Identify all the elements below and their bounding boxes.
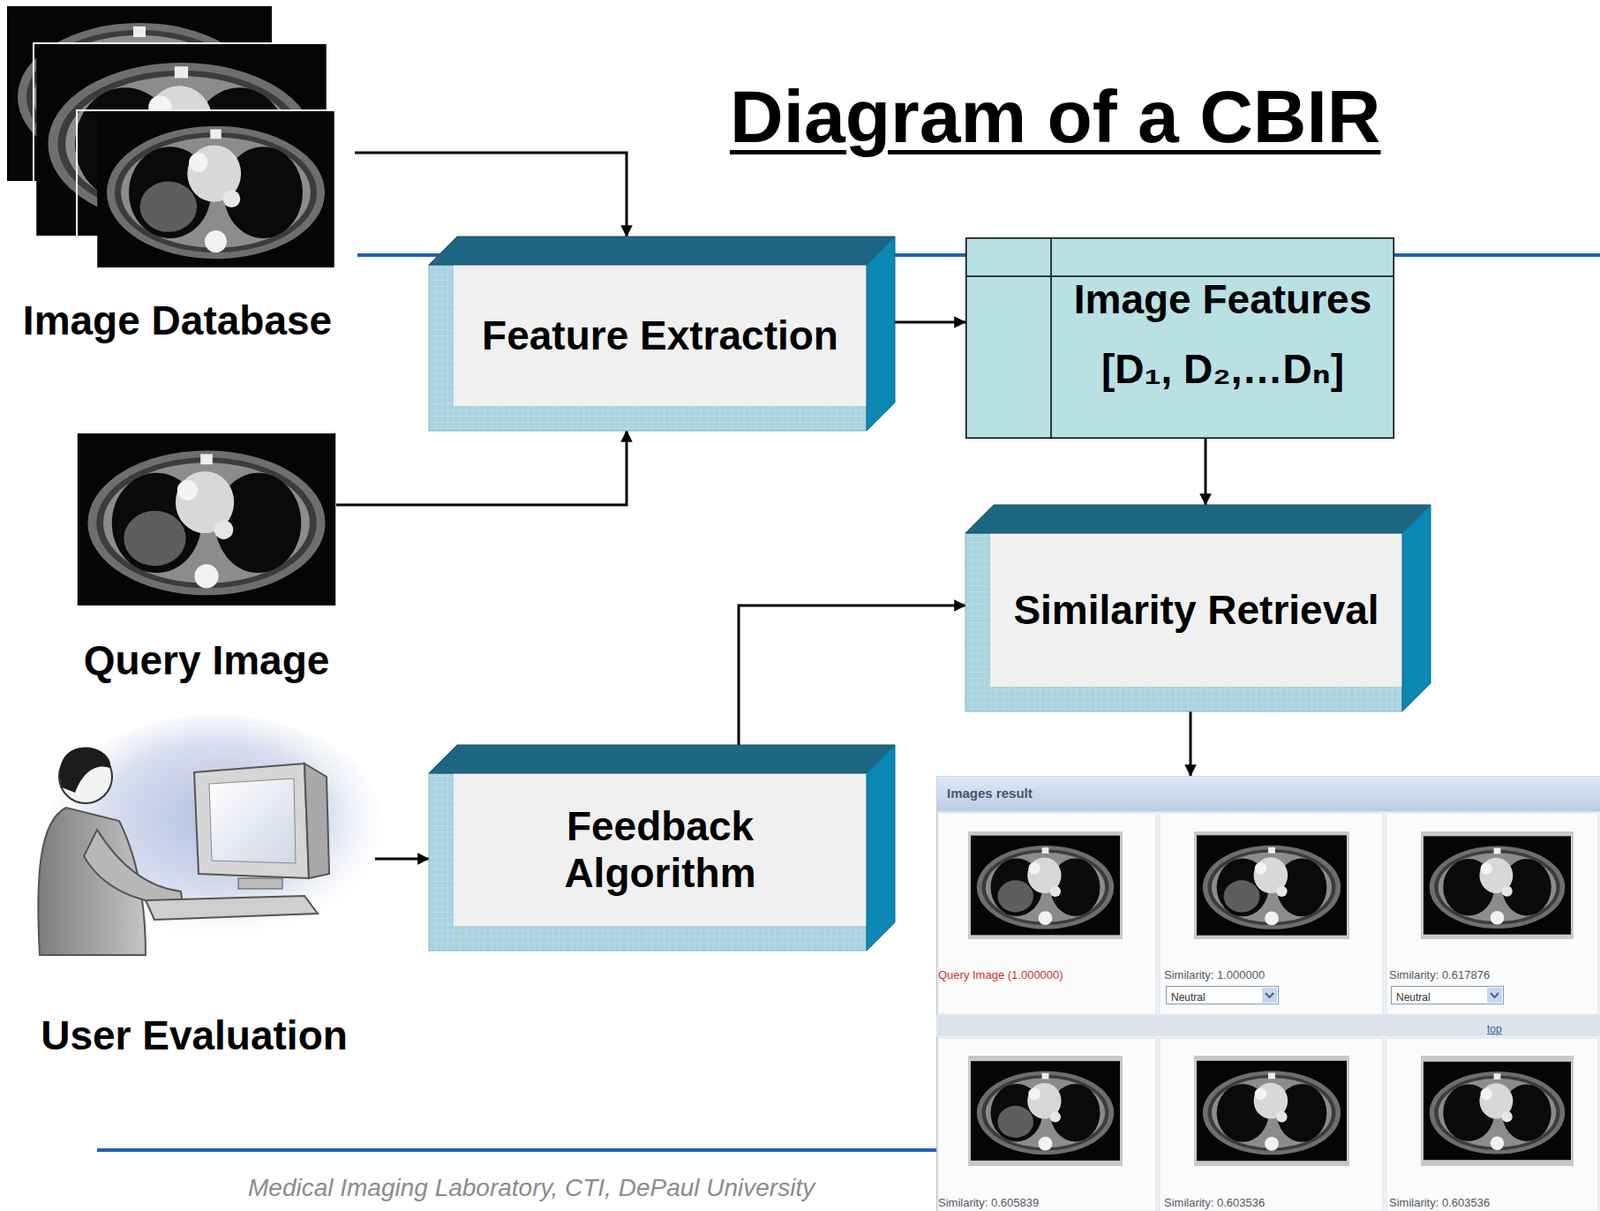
text-area: Image Database <box>0 0 355 345</box>
process-box: Feedback Algorithm <box>428 744 895 951</box>
shape-part <box>866 744 895 951</box>
text-area: Query Image <box>76 433 337 684</box>
result-text: Neutral <box>1171 991 1206 1004</box>
text-area: Image Features [D₁, D₂,…Dₙ] <box>1051 276 1395 439</box>
rule-line <box>97 1148 937 1152</box>
results-panel-chrome <box>936 776 1600 1211</box>
text-area: Similarity Retrieval <box>990 533 1403 687</box>
result-text: Similarity: 0.617876 <box>1389 968 1490 982</box>
results-panel: Images resultQuery Image (1.000000) Simil… <box>936 775 1600 1211</box>
shape-part <box>1050 237 1052 439</box>
panel-title: Images result <box>946 785 1033 802</box>
label-holder: Neutral <box>1171 988 1206 1005</box>
text-area: Feedback Algorithm <box>453 773 867 926</box>
node-label: Image Database <box>22 297 332 345</box>
text-area: Feature Extraction <box>453 264 867 406</box>
process-box: Feature Extraction <box>428 236 895 431</box>
label-holder: Similarity: 0.603536 <box>1389 1194 1490 1210</box>
label-holder: Similarity: 0.617876 <box>1389 966 1490 983</box>
shape-part <box>428 773 867 951</box>
label-holder: Medical Imaging Laboratory, CTI, DePaul … <box>247 1172 815 1203</box>
label-holder: Query Image (1.000000) <box>938 966 1064 983</box>
node-label: Query Image <box>83 637 331 684</box>
arrow-connector <box>375 857 429 861</box>
shape-part <box>866 236 895 431</box>
arrow-connector <box>738 605 966 745</box>
title-holder: Diagram of a CBIR <box>729 74 1381 160</box>
shape-part <box>1402 504 1431 712</box>
result-text: Similarity: 0.603536 <box>1389 1195 1490 1210</box>
arrow-connector <box>1204 438 1208 505</box>
shape-part <box>965 504 1431 534</box>
node-label: Feature Extraction <box>481 312 839 360</box>
label-holder: Similarity: 1.000000 <box>1164 966 1265 983</box>
text-area: User Evaluation <box>13 723 376 1060</box>
node-label: Feedback Algorithm <box>527 803 793 897</box>
feature-table: Image Features [D₁, D₂,…Dₙ] <box>965 237 1395 439</box>
shape-part <box>453 773 867 926</box>
shape-part <box>990 533 1403 687</box>
arrow-connector <box>354 152 627 237</box>
text-area: Images result <box>946 775 1033 812</box>
label-holder: Similarity: 0.605839 <box>938 1194 1039 1210</box>
diagram-title: Diagram of a CBIR <box>729 74 1381 160</box>
shape-part <box>428 236 895 265</box>
node-label: Similarity Retrieval <box>1013 586 1379 634</box>
ct-stack <box>5 5 355 269</box>
process-box: Similarity Retrieval <box>965 504 1431 712</box>
user-figure <box>37 714 384 955</box>
result-text: Similarity: 0.603536 <box>1164 1195 1265 1210</box>
shape-part <box>428 264 867 431</box>
arrow-connector <box>1189 711 1193 776</box>
result-text: Neutral <box>1396 991 1431 1004</box>
table-shape <box>965 237 1395 439</box>
node-label: User Evaluation <box>40 1012 348 1060</box>
image-node: User Evaluation <box>13 723 376 1060</box>
query-ct <box>77 433 337 606</box>
node-label: Image Features <box>1074 276 1372 324</box>
result-text: Similarity: 1.000000 <box>1164 968 1265 982</box>
footer-note: Medical Imaging Laboratory, CTI, DePaul … <box>247 1173 815 1202</box>
label-holder: top <box>1487 1020 1503 1037</box>
node-label: [D₁, D₂,…Dₙ] <box>1101 345 1345 393</box>
result-text: Query Image (1.000000) <box>938 968 1064 982</box>
shape-part <box>453 264 867 406</box>
result-text: Similarity: 0.605839 <box>938 1195 1039 1210</box>
shape-part <box>965 533 1403 712</box>
image-node: Query Image <box>76 433 337 684</box>
label-holder: Neutral <box>1396 988 1431 1005</box>
shape-part <box>966 238 1395 439</box>
image-node: Image Database <box>0 0 355 345</box>
label-holder: Similarity: 0.603536 <box>1164 1194 1265 1210</box>
arrow-connector <box>336 430 627 505</box>
arrow-connector <box>894 321 966 324</box>
shape-part <box>428 744 895 774</box>
result-text: top <box>1487 1022 1503 1036</box>
